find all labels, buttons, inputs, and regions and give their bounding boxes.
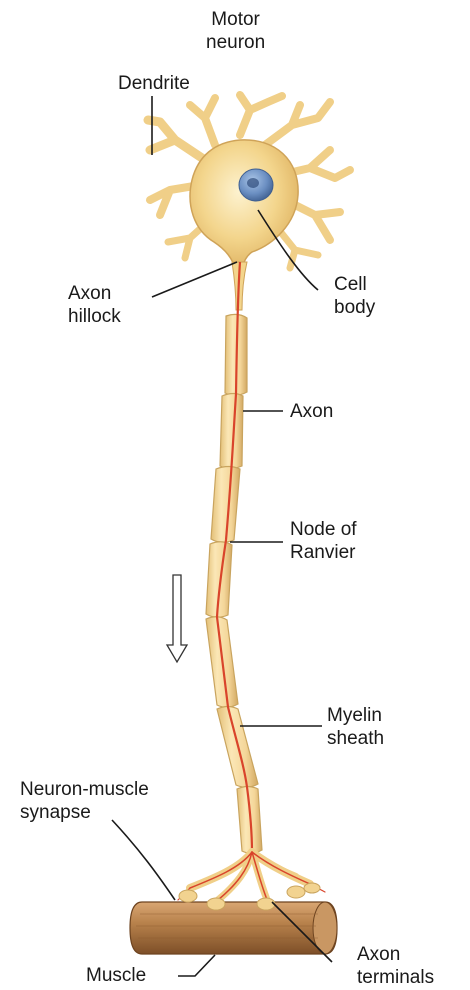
diagram-title: Motor neuron	[206, 8, 265, 54]
label-muscle: Muscle	[86, 964, 146, 987]
label-axon-terminals: Axon terminals	[357, 943, 434, 989]
label-neuron-muscle-synapse: Neuron-muscle synapse	[20, 778, 149, 824]
label-axon-hillock-line-2: hillock	[68, 305, 121, 328]
title-line-2: neuron	[206, 31, 265, 54]
label-axon-hillock: Axon hillock	[68, 282, 121, 328]
label-terminals-line-1: Axon	[357, 943, 434, 966]
cell-body-shape	[190, 140, 298, 270]
label-synapse-line-2: synapse	[20, 801, 149, 824]
label-axon-hillock-line-1: Axon	[68, 282, 121, 305]
nucleolus	[247, 178, 259, 188]
label-synapse-line-1: Neuron-muscle	[20, 778, 149, 801]
leader-axon-hillock	[152, 262, 237, 297]
label-node-of-ranvier: Node of Ranvier	[290, 518, 357, 564]
title-line-1: Motor	[206, 8, 265, 31]
label-cell-body: Cell body	[334, 273, 375, 319]
label-dendrite-text: Dendrite	[118, 72, 190, 95]
down-arrow-icon	[167, 575, 187, 662]
label-cell-body-line-1: Cell	[334, 273, 375, 296]
muscle-fiber	[130, 902, 337, 954]
label-terminals-line-2: terminals	[357, 966, 434, 989]
label-myelin-sheath: Myelin sheath	[327, 704, 384, 750]
label-cell-body-line-2: body	[334, 296, 375, 319]
label-myelin-line-1: Myelin	[327, 704, 384, 727]
myelin-sheath-segments	[206, 314, 262, 853]
label-axon: Axon	[290, 400, 333, 423]
label-node-line-1: Node of	[290, 518, 357, 541]
leader-synapse	[112, 820, 175, 900]
label-node-line-2: Ranvier	[290, 541, 357, 564]
label-muscle-text: Muscle	[86, 964, 146, 987]
label-myelin-line-2: sheath	[327, 727, 384, 750]
label-dendrite: Dendrite	[118, 72, 190, 95]
label-axon-text: Axon	[290, 400, 333, 423]
leader-muscle	[178, 955, 215, 976]
